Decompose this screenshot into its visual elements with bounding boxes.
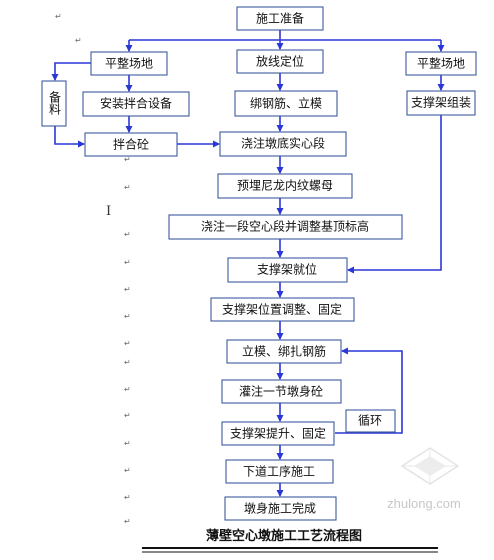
node-label: 预埋尼龙内纹螺母: [237, 179, 333, 193]
node-label: 放线定位: [256, 54, 304, 69]
node-embed-nut: 预埋尼龙内纹螺母: [217, 173, 353, 199]
node-label: 备料: [48, 91, 62, 115]
node-start: 施工准备: [236, 6, 324, 31]
node-pour-solid-base: 浇注墩底实心段: [219, 131, 347, 157]
paragraph-mark: ↵: [124, 312, 131, 321]
node-bracket-adjust: 支撑架位置调整、固定: [210, 297, 355, 322]
paragraph-mark: ↵: [124, 183, 131, 192]
paragraph-marks: ↵ ↵ ↵ ↵ ↵ ↵ ↵ ↵ ↵ ↵ ↵ ↵ ↵ ↵ ↵ ↵: [55, 12, 131, 526]
paragraph-mark: ↵: [75, 36, 82, 45]
text-cursor-icon: I: [106, 204, 111, 219]
node-label: 墩身施工完成: [244, 501, 316, 516]
node-level-left: 平整场地: [90, 51, 168, 76]
node-label: 平整场地: [417, 56, 465, 71]
node-label: 立模、绑扎钢筋: [242, 344, 326, 359]
flow-connectors: [51, 30, 445, 497]
paragraph-mark: ↵: [124, 358, 131, 367]
paragraph-mark: ↵: [124, 466, 131, 475]
node-mix-concrete: 拌合砼: [84, 132, 178, 157]
node-label: 安装拌合设备: [100, 96, 172, 111]
node-label: 平整场地: [105, 56, 153, 71]
paragraph-mark: ↵: [124, 439, 131, 448]
node-label: 下道工序施工: [243, 464, 315, 479]
node-rebar-formwork: 绑钢筋、立模: [234, 90, 338, 117]
node-label: 拌合砼: [113, 137, 149, 152]
node-label: 支撑架位置调整、固定: [222, 302, 342, 317]
node-pour-hollow: 浇注一段空心段并调整基顶标高: [168, 214, 403, 240]
node-positioning: 放线定位: [236, 49, 324, 74]
node-label: 支撑架就位: [257, 262, 317, 277]
node-install-mixer: 安装拌合设备: [82, 91, 190, 117]
paragraph-mark: ↵: [124, 258, 131, 267]
figure-caption: 薄壁空心墩施工工艺流程图: [206, 528, 362, 544]
node-label: 绑钢筋、立模: [250, 96, 322, 111]
node-bracket-lift: 支撑架提升、固定: [221, 421, 335, 446]
paragraph-mark: ↵: [124, 230, 131, 239]
node-label: 灌注一节墩身砼: [239, 384, 323, 399]
paragraph-mark: ↵: [124, 385, 131, 394]
node-material: 备料: [41, 80, 67, 127]
node-label: 浇注墩底实心段: [241, 136, 325, 151]
node-next-process: 下道工序施工: [225, 459, 334, 484]
paragraph-mark: ↵: [55, 12, 62, 21]
paragraph-mark: ↵: [124, 285, 131, 294]
node-label: 支撑架提升、固定: [230, 426, 326, 441]
node-pour-segment: 灌注一节墩身砼: [221, 379, 342, 404]
node-bracket-assembly: 支撑架组装: [406, 90, 476, 116]
node-bracket-in-place: 支撑架就位: [227, 257, 348, 283]
paragraph-mark: ↵: [124, 155, 131, 164]
node-label: 浇注一段空心段并调整基顶标高: [201, 219, 369, 234]
node-level-right: 平整场地: [405, 51, 477, 76]
node-finish: 墩身施工完成: [224, 496, 337, 521]
node-cycle: 循环: [345, 409, 396, 433]
paragraph-mark: ↵: [124, 411, 131, 420]
node-label: 支撑架组装: [411, 95, 471, 110]
node-label: 施工准备: [256, 12, 304, 26]
paragraph-mark: ↵: [124, 517, 131, 526]
watermark-logo: [400, 447, 460, 485]
node-label: 循环: [358, 414, 382, 428]
paragraph-mark: ↵: [124, 339, 131, 348]
watermark-text: zhulong.com: [387, 496, 461, 511]
paragraph-mark: ↵: [124, 493, 131, 502]
node-formwork-rebar: 立模、绑扎钢筋: [226, 339, 342, 364]
